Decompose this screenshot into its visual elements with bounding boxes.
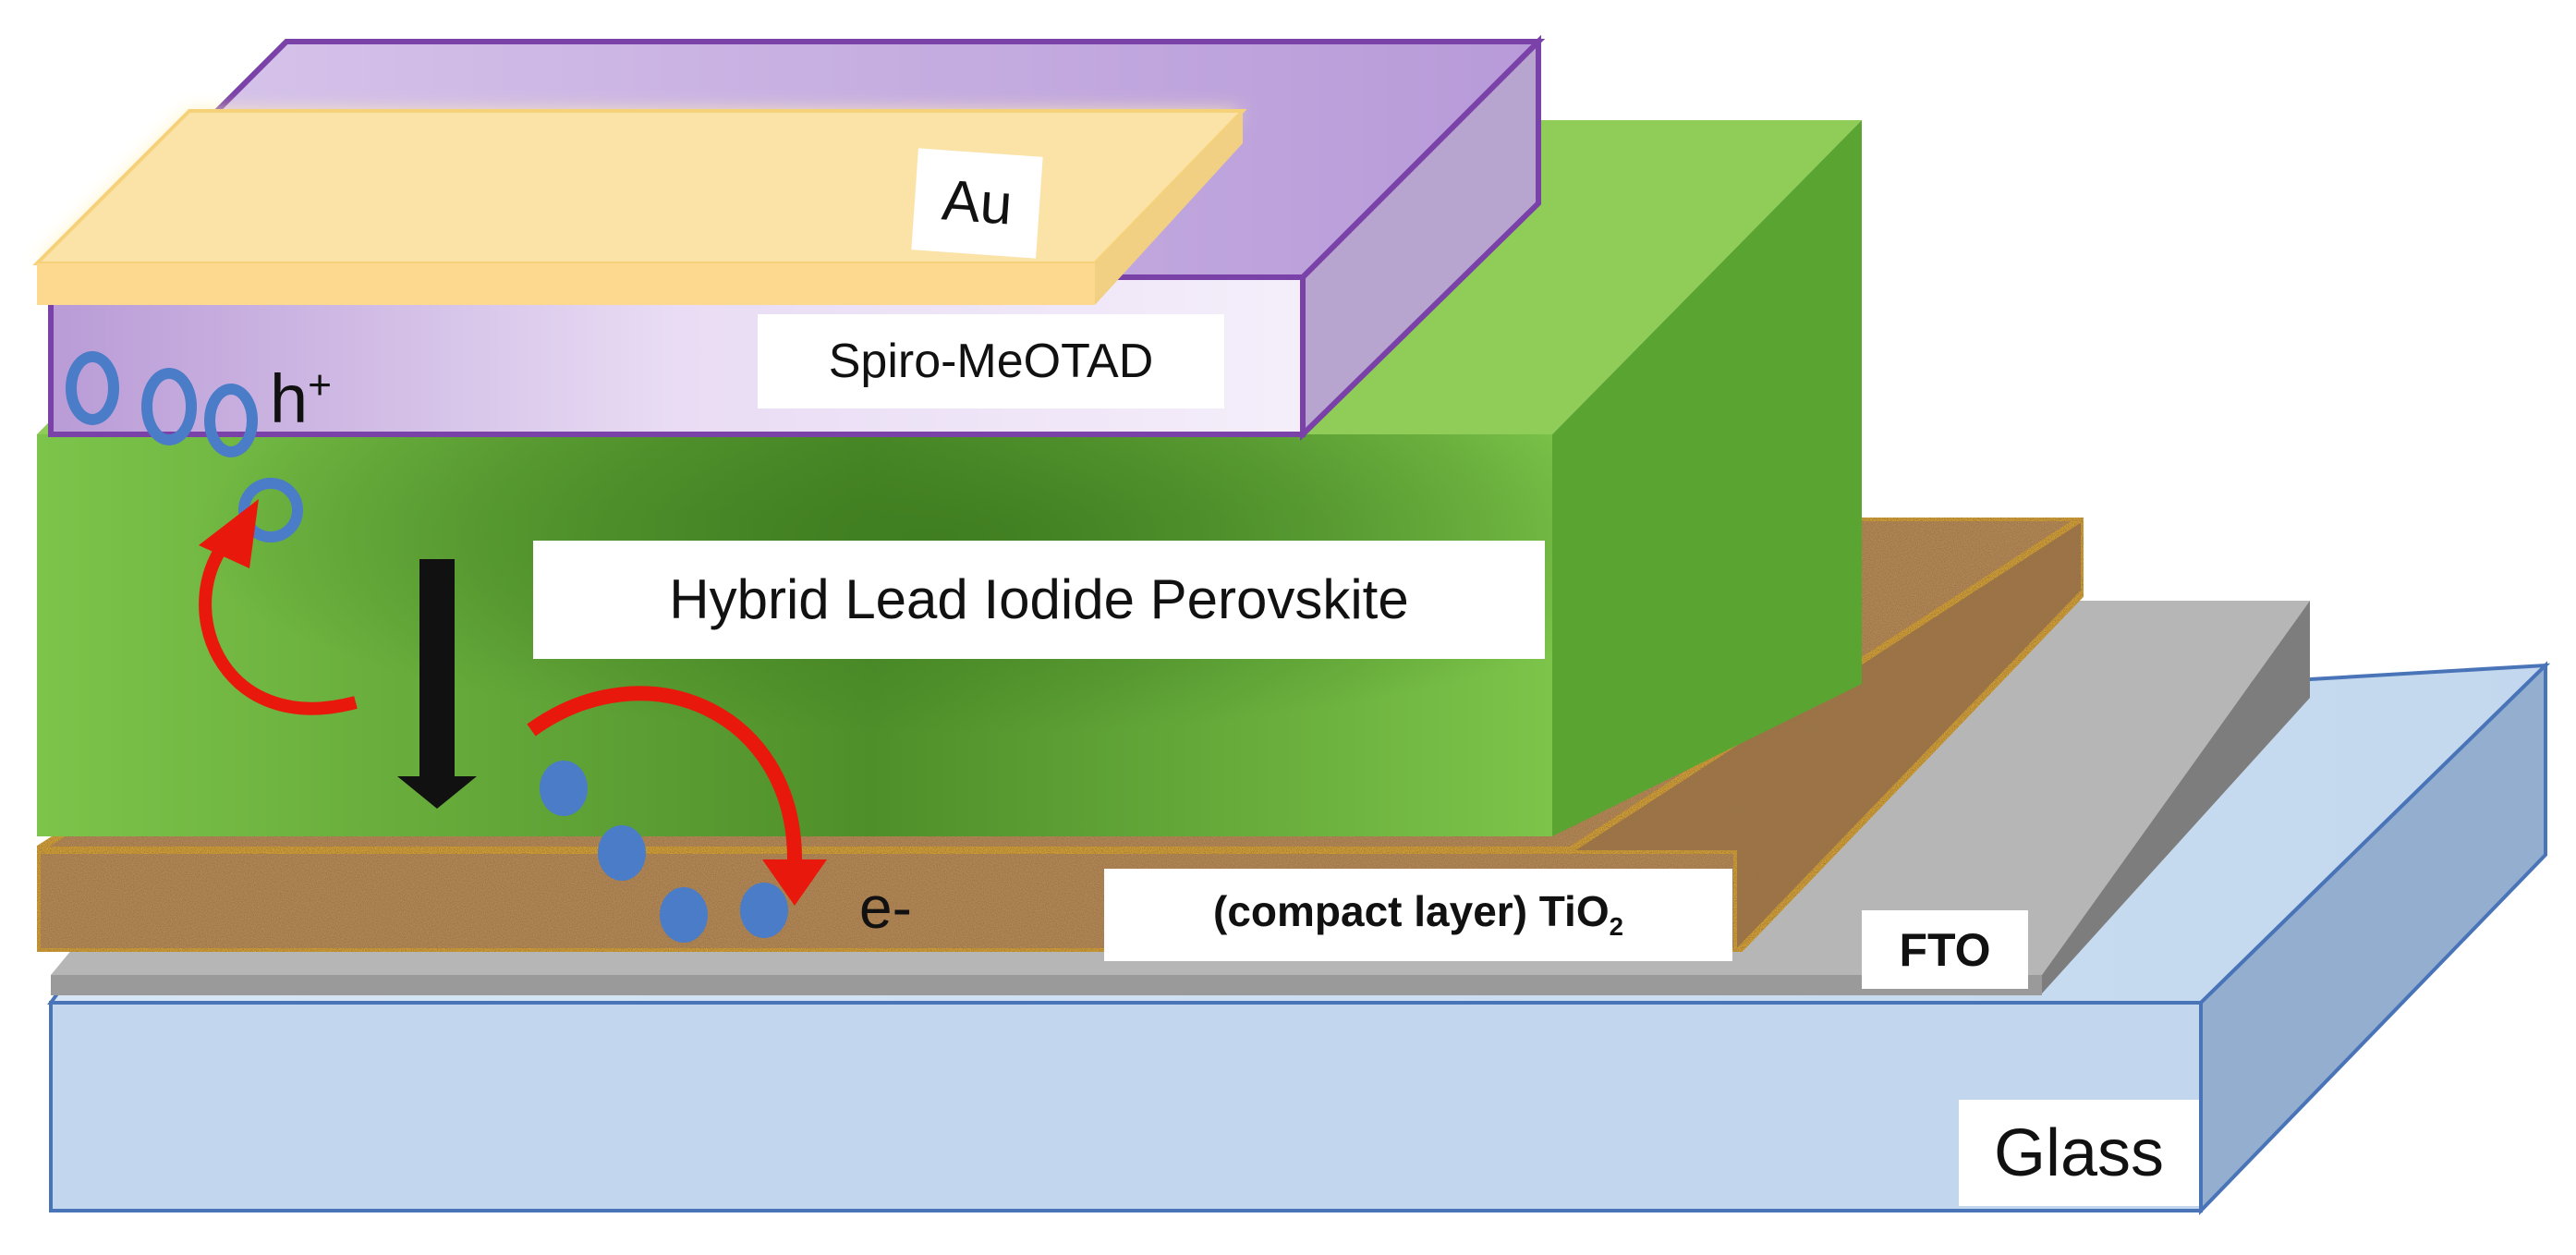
electron-transfer-arrowhead [762,859,827,906]
electron-dot [740,883,788,938]
hole-circle [238,478,303,542]
hole-transfer-arrow [199,531,358,715]
hole-circle [204,384,258,457]
electron-dot [660,887,708,943]
au-label: Au [911,148,1043,259]
down-arrow-icon [397,559,477,809]
spiro-meotad-label: Spiro-MeOTAD [758,314,1224,408]
au-contact [32,109,1247,305]
hole-circle [141,368,197,445]
electron-transfer-arrow [527,686,802,860]
hole-label: h+ [270,360,333,437]
fto-label: FTO [1862,910,2028,989]
tio2-label: (compact layer) TiO2 [1104,869,1732,961]
electron-dot [540,761,588,816]
hole-transfer-arrowhead [199,499,259,568]
glass-label: Glass [1959,1100,2199,1206]
perovskite-label: Hybrid Lead Iodide Perovskite [533,541,1545,659]
hole-carriers [66,351,303,542]
hole-circle [66,351,119,425]
electron-carriers [540,761,788,943]
electron-dot [598,825,646,881]
electron-label: e- [859,874,912,941]
